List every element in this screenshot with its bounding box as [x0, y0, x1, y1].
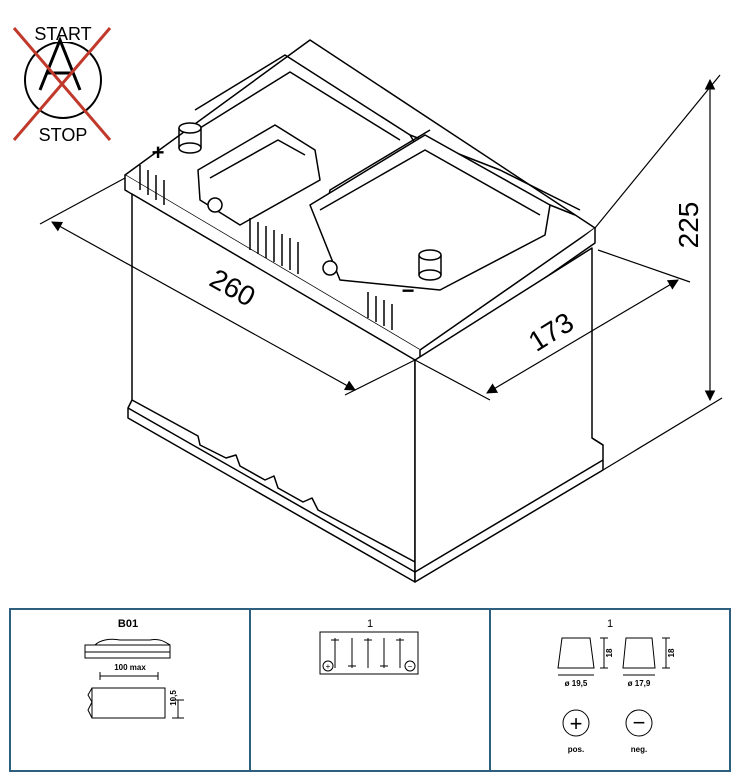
layout-neg-symbol: −: [408, 662, 413, 671]
spec-table: B01 100 max 10,5 1: [9, 608, 731, 772]
start-stop-badge: START STOP: [12, 18, 112, 145]
terminal-shapes-icon: [557, 637, 670, 676]
badge-stop-text: STOP: [39, 125, 88, 145]
hold-down-cell: B01 100 max 10,5: [84, 618, 184, 719]
terminal-neg-height: 18: [667, 648, 676, 657]
terminal-pos-height: 18: [605, 648, 614, 657]
terminal-pos-diameter: ø 19,5: [565, 679, 588, 688]
negative-symbol: −: [633, 710, 646, 735]
terminals-code: 1: [607, 618, 613, 630]
terminal-minus-mark: −: [402, 278, 415, 303]
negative-terminal: [418, 249, 442, 281]
positive-symbol: +: [570, 711, 583, 736]
hold-down-height-label: 10,5: [169, 690, 178, 706]
hold-down-code: B01: [118, 618, 138, 630]
cell-layout-icon: [319, 631, 419, 675]
spec-table-border: [9, 608, 731, 772]
layout-code: 1: [367, 618, 373, 630]
badge-cross-line-2: [12, 27, 112, 141]
battery-drawing: [124, 39, 604, 583]
badge-start-text: START: [34, 24, 91, 44]
positive-terminal: [178, 122, 202, 154]
positive-symbol-icon: [562, 709, 590, 737]
height-dimension-label: 225: [673, 202, 704, 249]
dimension-lines: [39, 74, 723, 471]
terminal-neg-label: neg.: [631, 745, 647, 754]
terminal-plus-mark: +: [152, 140, 165, 165]
hold-down-ledge-icon: [84, 638, 184, 719]
terminals-cell: 1 18 18 ø 19,5 ø 17,9 + − pos. neg: [557, 618, 676, 754]
hold-down-ledge-label: 100 max: [114, 663, 146, 672]
layout-cell: 1 + −: [319, 618, 419, 675]
terminal-neg-diameter: ø 17,9: [628, 679, 651, 688]
negative-symbol-icon: [625, 709, 653, 737]
layout-pos-symbol: +: [326, 662, 331, 671]
width-dimension-line: [486, 279, 679, 394]
terminal-pos-label: pos.: [568, 745, 584, 754]
length-dimension-line: [51, 221, 356, 391]
